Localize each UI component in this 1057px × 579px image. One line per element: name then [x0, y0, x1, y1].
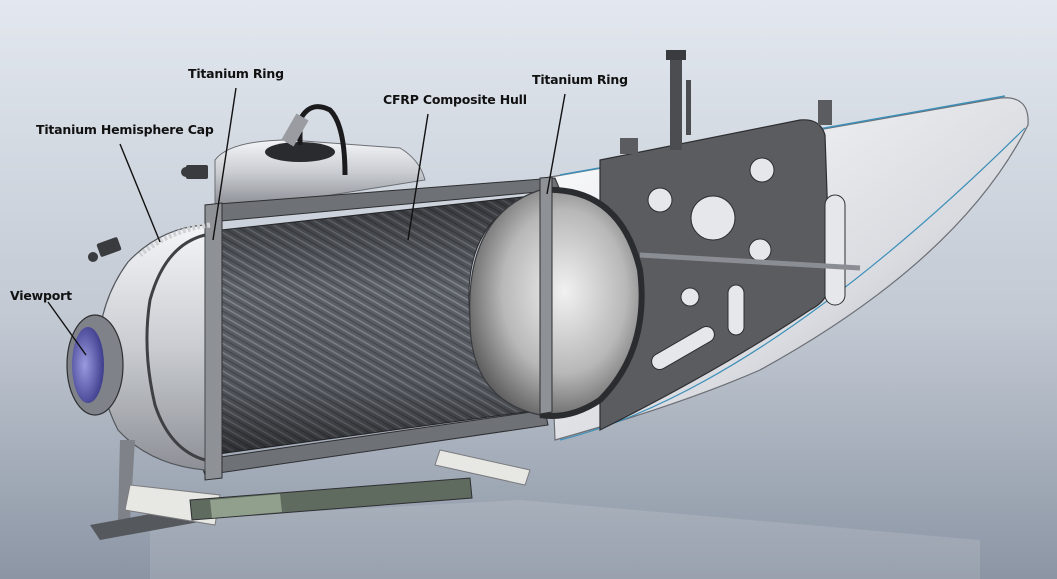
hatch-connector — [281, 113, 309, 147]
viewport-glass — [72, 327, 104, 403]
hull-interior-rim — [539, 186, 645, 419]
label-cfrp-hull: CFRP Composite Hull — [383, 92, 527, 107]
skid-rail-rear — [434, 449, 531, 486]
leader-hemisphere-cap — [119, 143, 161, 243]
leader-lines — [47, 87, 566, 356]
tail-fin-stub — [818, 100, 832, 125]
tail-rail — [639, 252, 861, 271]
hatch-housing — [214, 139, 426, 206]
deck-vent — [620, 138, 638, 154]
ballast-tube-highlight — [210, 494, 282, 518]
titanium-ring-right-shape — [539, 176, 553, 415]
mast — [670, 55, 682, 150]
label-titanium-ring-left: Titanium Ring — [188, 66, 284, 81]
leader-titanium-ring-left — [212, 87, 237, 241]
cap-cable — [138, 222, 211, 257]
hatch-cable — [297, 104, 348, 176]
label-titanium-ring-right: Titanium Ring — [532, 72, 628, 87]
valve-upper — [181, 165, 208, 179]
leader-viewport — [47, 301, 87, 356]
leader-cfrp-hull — [407, 113, 429, 241]
mast-side-pipe — [686, 80, 691, 135]
hatch-opening — [265, 142, 335, 162]
label-hemisphere-cap: Titanium Hemisphere Cap — [36, 122, 214, 137]
hemisphere-cap-inner — [145, 233, 206, 462]
floor-reflection — [150, 500, 980, 579]
valve-lower — [88, 237, 122, 262]
titanium-ring-left-shape — [204, 202, 223, 481]
cfrp-cylinder-shading — [140, 195, 540, 460]
mast-top — [666, 50, 686, 60]
leader-titanium-ring-right — [546, 93, 566, 195]
label-viewport: Viewport — [10, 288, 72, 303]
